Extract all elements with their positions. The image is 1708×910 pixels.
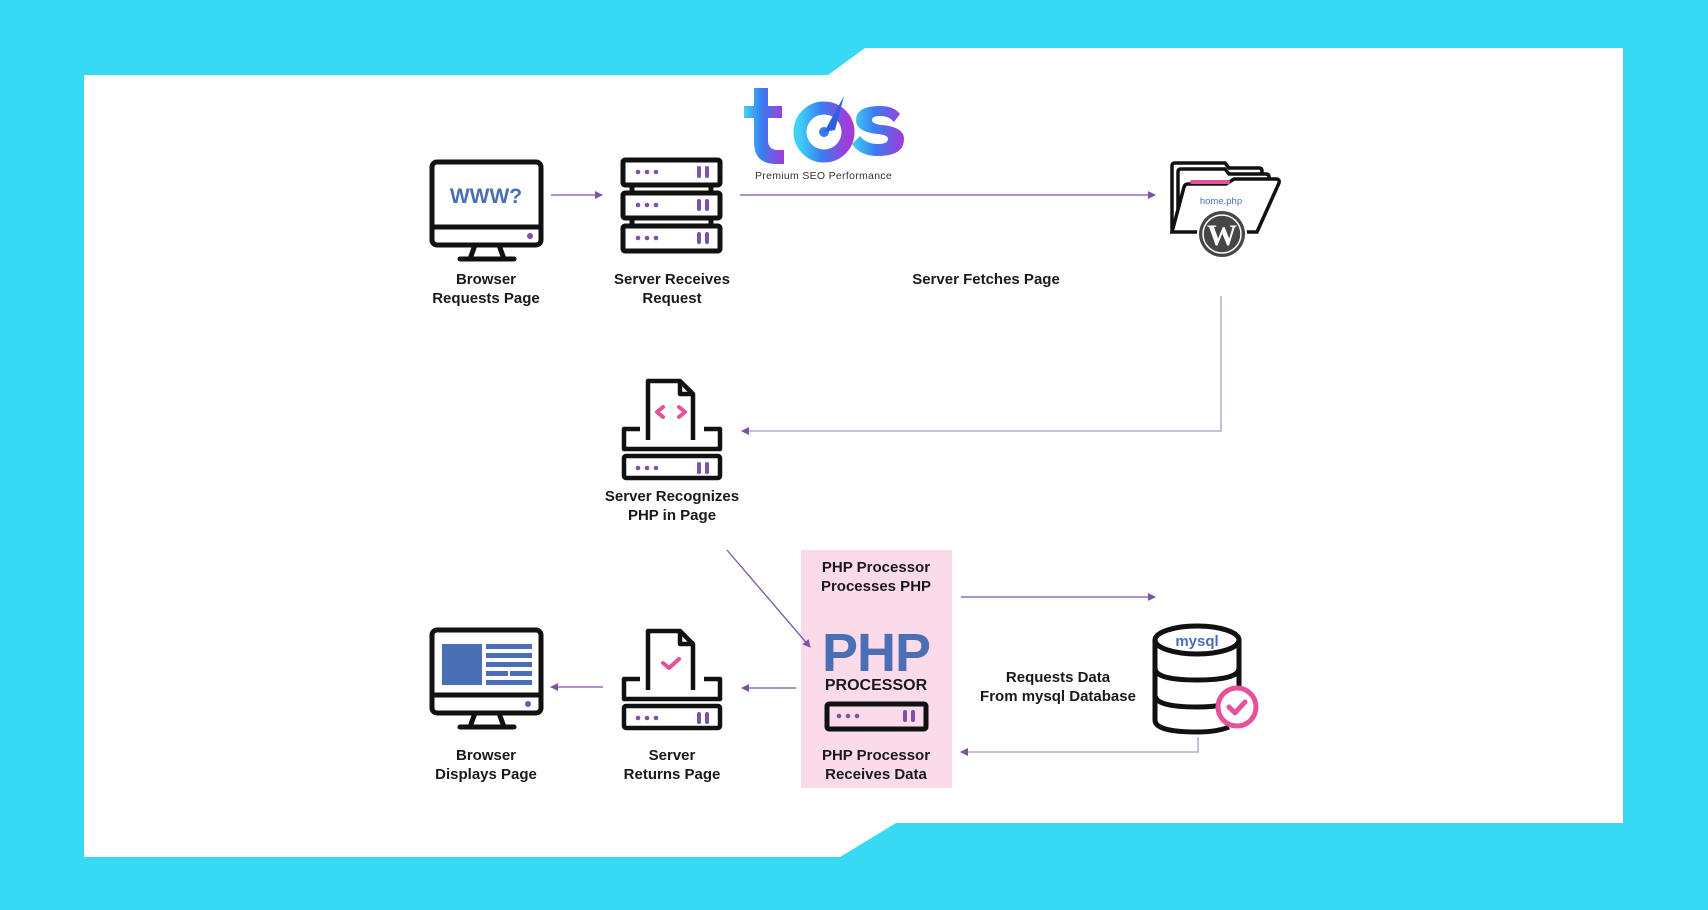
php-processor-text: PROCESSOR (824, 677, 928, 694)
server-document-check-icon (621, 628, 723, 731)
svg-text:home.php: home.php (1200, 196, 1242, 207)
php-server-icon (824, 701, 929, 732)
php-logo-text: PHP (821, 623, 931, 683)
logo-tagline: Premium SEO Performance (755, 170, 893, 182)
monitor-www-icon: WWW? (429, 159, 544, 262)
svg-text:W: W (1207, 219, 1237, 252)
folder-wordpress-icon: home.php W (1169, 161, 1281, 259)
monitor-webpage-icon (429, 627, 544, 730)
tos-logo-icon (744, 88, 904, 164)
svg-text:WWW?: WWW? (450, 185, 522, 208)
label-server-fetches: Server Fetches Page (912, 271, 1060, 288)
arrow-recognizes-to-php (726, 549, 811, 648)
arrow-database-to-php (960, 737, 1199, 756)
svg-text:mysql: mysql (1175, 633, 1218, 650)
arrow-file-to-recognizes (741, 296, 1222, 435)
mysql-database-icon: mysql (1152, 623, 1259, 735)
server-document-code-icon (621, 378, 723, 481)
php-processor-highlight-box (801, 550, 952, 788)
server-rack-icon (620, 157, 723, 254)
